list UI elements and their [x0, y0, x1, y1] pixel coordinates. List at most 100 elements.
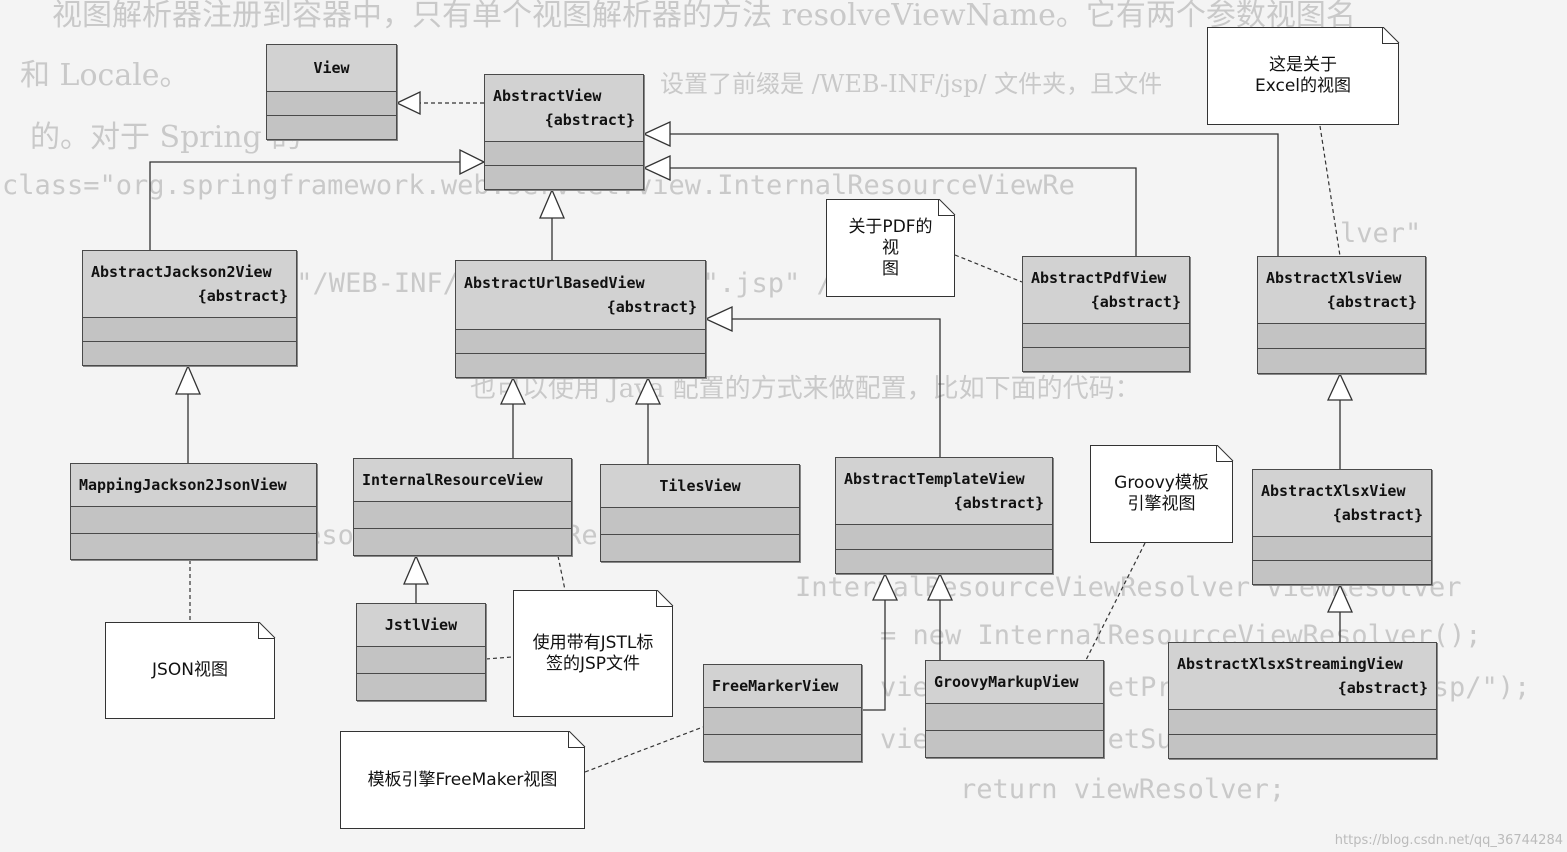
class-name: AbstractXlsView	[1266, 269, 1402, 287]
generalization-arrowhead	[499, 376, 527, 405]
note-link-jstl-internal	[557, 555, 566, 591]
class-abstract-jackson2-view[interactable]: AbstractJackson2View {abstract}	[82, 250, 297, 366]
class-jstl-view[interactable]: JstlView	[356, 603, 486, 701]
operations-section	[456, 354, 705, 377]
generalization-arrowhead	[1326, 583, 1354, 613]
attributes-section	[354, 502, 571, 529]
note-text: 关于PDF的视 图	[848, 216, 933, 279]
operations-section	[926, 731, 1103, 757]
attributes-section	[1258, 324, 1425, 349]
class-name: GroovyMarkupView	[934, 673, 1079, 691]
attributes-section	[71, 507, 316, 534]
note-groovy[interactable]: Groovy模板 引擎视图	[1090, 445, 1233, 543]
generalization-arrowhead	[403, 554, 429, 585]
abstract-stereotype: {abstract}	[1090, 293, 1181, 311]
operations-section	[485, 166, 643, 189]
class-abstract-view[interactable]: AbstractView {abstract}	[484, 74, 644, 190]
note-fold-line	[569, 731, 586, 748]
generalization-arrowhead	[642, 154, 671, 182]
note-fold-line	[657, 590, 674, 607]
class-abstract-url-based-view[interactable]: AbstractUrlBasedView {abstract}	[455, 260, 706, 378]
class-mapping-jackson2-json-view[interactable]: MappingJackson2JsonView	[70, 463, 317, 560]
abstract-stereotype: {abstract}	[1332, 506, 1423, 524]
generalization-arrowhead	[634, 376, 662, 405]
generalization-arrowhead	[459, 148, 486, 176]
class-free-marker-view[interactable]: FreeMarkerView	[703, 664, 862, 762]
class-view[interactable]: View	[266, 44, 397, 140]
attributes-section	[704, 708, 861, 735]
operations-section	[267, 116, 396, 139]
class-name: AbstractPdfView	[1031, 269, 1167, 287]
operations-section	[71, 534, 316, 560]
note-text: Groovy模板 引擎视图	[1114, 473, 1209, 514]
class-name: TilesView	[659, 477, 741, 495]
class-groovy-markup-view[interactable]: GroovyMarkupView	[925, 660, 1104, 758]
generalization-template-urlbased	[732, 318, 941, 457]
operations-section	[1258, 349, 1425, 373]
attributes-section	[926, 704, 1103, 731]
note-fold-line	[259, 622, 276, 639]
class-name: MappingJackson2JsonView	[79, 476, 287, 494]
attributes-section	[1169, 710, 1436, 735]
note-text: 使用带有JSTL标 签的JSP文件	[532, 632, 654, 674]
realization-arrowhead	[395, 90, 421, 116]
note-excel[interactable]: 这是关于 Excel的视图	[1207, 27, 1399, 125]
operations-section	[704, 735, 861, 761]
generalization-pdf-abstractview	[670, 167, 1137, 256]
generalization-xls-abstractview	[670, 133, 1279, 256]
class-name: AbstractJackson2View	[91, 263, 272, 281]
note-fold-line	[1383, 27, 1400, 44]
operations-section	[601, 535, 799, 561]
class-internal-resource-view[interactable]: InternalResourceView	[353, 458, 572, 556]
note-link-excel	[1319, 125, 1341, 257]
class-name: AbstractTemplateView	[844, 470, 1025, 488]
operations-section	[357, 674, 485, 700]
operations-section	[354, 529, 571, 555]
note-link-pdf	[954, 254, 1023, 283]
class-name: AbstractView	[493, 87, 602, 105]
note-freemarker[interactable]: 模板引擎FreeMaker视图	[340, 731, 585, 829]
class-abstract-pdf-view[interactable]: AbstractPdfView {abstract}	[1022, 256, 1190, 372]
note-text: JSON视图	[152, 660, 228, 680]
note-link-jstl	[485, 656, 513, 660]
class-name: AbstractXlsxView	[1261, 482, 1406, 500]
note-json[interactable]: JSON视图	[105, 622, 275, 719]
class-abstract-xlsx-streaming-view[interactable]: AbstractXlsxStreamingView {abstract}	[1168, 642, 1437, 759]
class-name: AbstractUrlBasedView	[464, 274, 645, 292]
note-text: 模板引擎FreeMaker视图	[367, 769, 558, 790]
class-name: InternalResourceView	[362, 471, 543, 489]
class-abstract-xlsx-view[interactable]: AbstractXlsxView {abstract}	[1252, 469, 1432, 585]
class-abstract-xls-view[interactable]: AbstractXlsView {abstract}	[1257, 256, 1426, 374]
class-abstract-template-view[interactable]: AbstractTemplateView {abstract}	[835, 457, 1053, 574]
operations-section	[1169, 735, 1436, 759]
class-name: JstlView	[384, 616, 458, 634]
class-name: AbstractXlsxStreamingView	[1177, 655, 1403, 673]
attributes-section	[836, 525, 1052, 550]
note-pdf[interactable]: 关于PDF的视 图	[826, 199, 955, 297]
attributes-section	[1023, 324, 1189, 348]
operations-section	[1023, 348, 1189, 371]
generalization-arrowhead	[642, 120, 671, 148]
abstract-stereotype: {abstract}	[606, 298, 697, 316]
note-fold-line	[1217, 445, 1234, 462]
operations-section	[1253, 561, 1431, 584]
abstract-stereotype: {abstract}	[544, 111, 635, 129]
note-jstl[interactable]: 使用带有JSTL标 签的JSP文件	[513, 590, 673, 717]
note-link-freemarker	[584, 726, 704, 773]
class-tiles-view[interactable]: TilesView	[600, 464, 800, 562]
generalization-arrowhead	[926, 572, 954, 601]
generalization-arrowhead	[175, 364, 201, 395]
class-name: FreeMarkerView	[712, 677, 839, 695]
class-name: View	[313, 59, 350, 77]
abstract-stereotype: {abstract}	[953, 494, 1044, 512]
generalization-arrowhead	[539, 188, 565, 219]
attributes-section	[83, 318, 296, 342]
attributes-section	[357, 647, 485, 674]
watermark-url: https://blog.csdn.net/qq_36744284	[1334, 833, 1563, 848]
note-fold-line	[939, 199, 956, 216]
attributes-section	[1253, 537, 1431, 561]
attributes-section	[485, 142, 643, 166]
note-link-groovy	[1084, 542, 1146, 663]
abstract-stereotype: {abstract}	[1337, 679, 1428, 697]
